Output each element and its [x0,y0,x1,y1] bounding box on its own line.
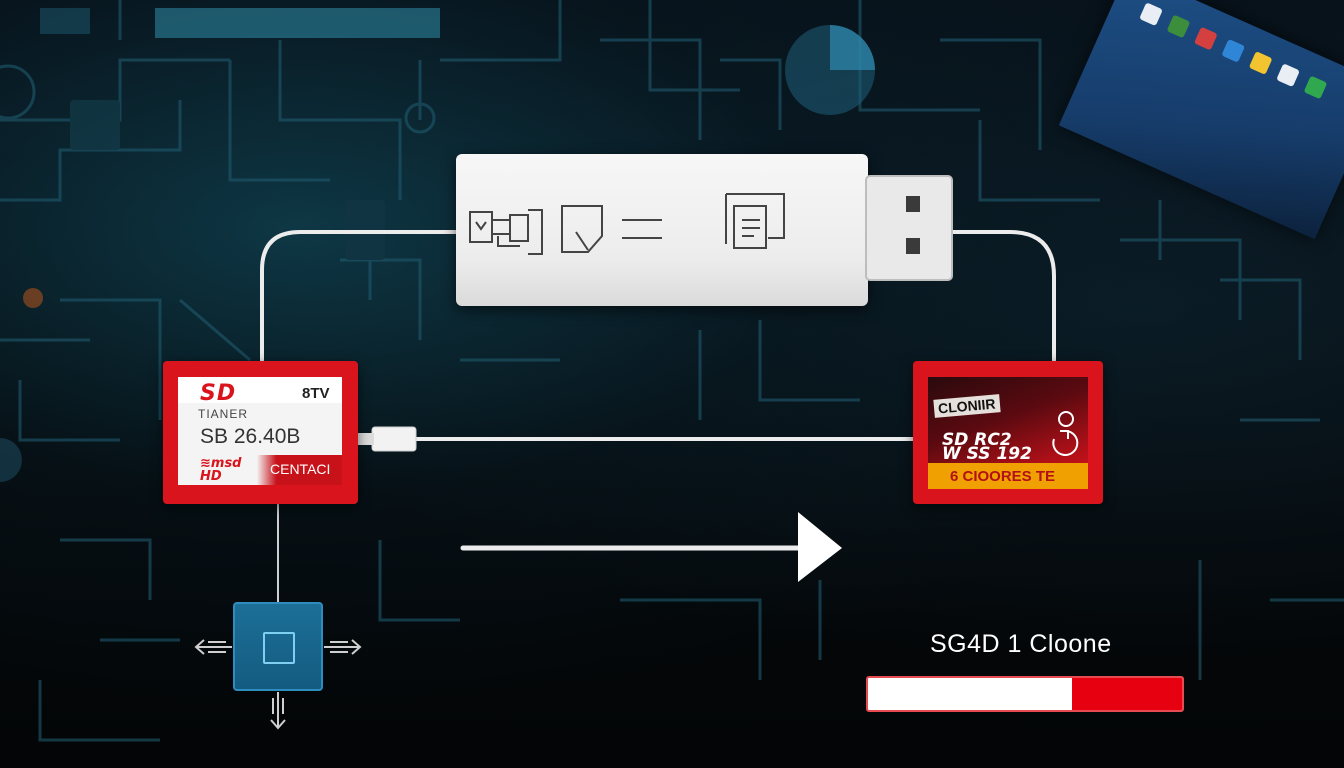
arrow-down-icon [270,692,286,730]
micro-sd-logo-line2: HD [200,469,222,484]
micro-sd-logo: ≋msd HD [200,457,241,483]
chip-core [263,632,295,664]
equals-icon [622,219,662,239]
processor-chip-icon [233,602,323,691]
target-card-logo: SD RC2 W SS 192 [942,430,1032,464]
arrow-right-icon [324,639,362,655]
target-card-logo-line2: W SS 192 [942,444,1032,464]
source-card-tag: CENTACI [270,461,331,477]
progress-fill [1072,678,1182,710]
usb-pin [906,238,920,254]
card-icon [561,205,603,253]
usb-plug [865,175,953,281]
source-sd-card: SD 8TV TIANER SB 26.40B ≋msd HD CENTACI [163,361,358,504]
adapter-icon [469,209,543,255]
usb-drive-body [456,154,868,306]
target-card-logo-line1: SD RC2 [942,430,1012,450]
sd-logo: SD [200,381,237,406]
source-card-line2: TIANER [198,407,249,421]
right-connector-line [950,230,1056,362]
target-card-label: CLONIIR SD RC2 W SS 192 6 CIOORES TE [928,377,1088,489]
source-card-label: SD 8TV TIANER SB 26.40B ≋msd HD CENTACI [178,377,342,485]
target-card-icons [1052,411,1079,456]
arrow-left-icon [194,639,232,655]
target-sd-card: CLONIIR SD RC2 W SS 192 6 CIOORES TE [913,361,1103,504]
progress-label: SG4D 1 Cloone [930,630,1112,658]
target-card-bar-text: 6 CIOORES TE [950,468,1056,485]
progress-bar [866,676,1184,712]
source-card-capacity: 8TV [302,385,330,402]
direction-arrow-head [798,512,842,582]
document-icon [725,193,785,249]
target-card-bar: 6 CIOORES TE [928,463,1088,489]
source-card-line3: SB 26.40B [200,425,301,448]
usb-pin [906,196,920,212]
micro-sd-logo-line1: ≋msd [200,456,242,471]
left-connector-line [260,230,458,362]
refresh-icon [1052,430,1079,456]
copyright-icon [1058,411,1074,427]
card-connector-tip [358,433,374,445]
source-card-header [178,377,342,403]
source-card-footer: ≋msd HD CENTACI [178,455,342,485]
